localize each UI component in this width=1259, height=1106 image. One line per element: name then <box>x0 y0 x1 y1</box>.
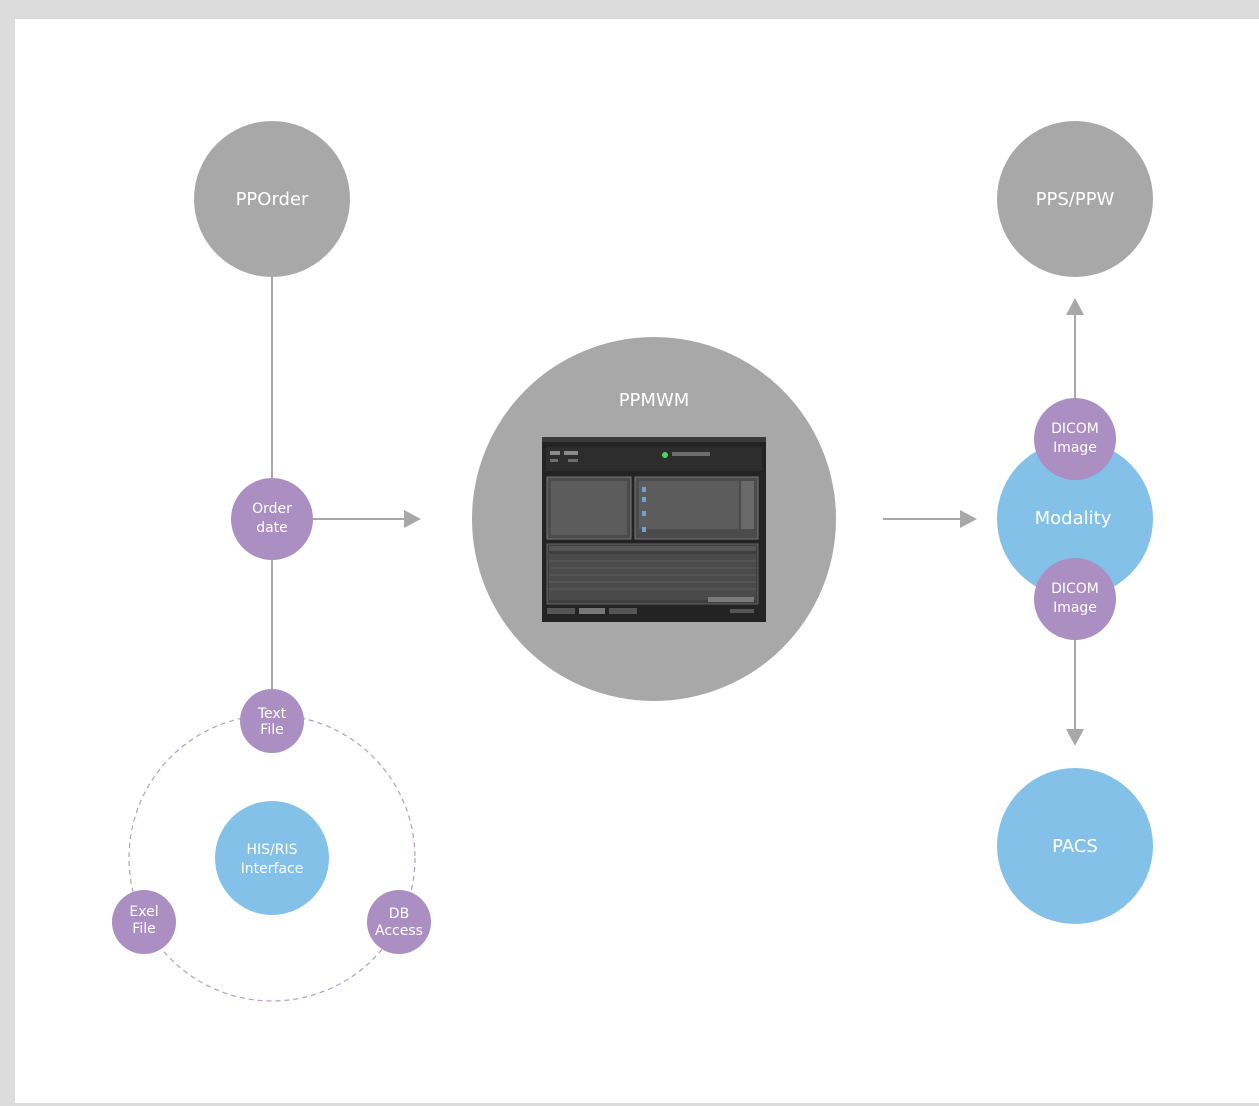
node-text-file: Text File <box>240 689 304 753</box>
node-exel-file-line1: Exel <box>129 904 158 920</box>
interface-dashed-ring <box>128 714 416 1002</box>
node-his-ris-line2: Interface <box>241 861 304 877</box>
node-db-access: DB Access <box>367 890 431 954</box>
node-his-ris-line1: HIS/RIS <box>246 842 297 858</box>
node-text-file-line2: File <box>260 722 283 738</box>
node-dicom-top-line2: Image <box>1053 440 1097 456</box>
ppmwm-screenshot-thumbnail <box>542 437 766 622</box>
workflow-diagram: PPOrder Order date Text File HIS/RIS Int… <box>112 121 1153 1002</box>
node-dicom-bottom-line1: DICOM <box>1051 581 1099 597</box>
node-pporder-label: PPOrder <box>236 189 309 210</box>
node-modality-label: Modality <box>1035 508 1112 529</box>
node-dicom-bottom-line2: Image <box>1053 600 1097 616</box>
node-modality: Modality <box>997 441 1153 597</box>
node-pporder: PPOrder <box>194 121 350 277</box>
arrow-up-icon <box>1066 298 1084 315</box>
diagram-frame: PPOrder Order date Text File HIS/RIS Int… <box>15 19 1259 1103</box>
node-db-access-line1: DB <box>389 906 409 922</box>
node-pacs-label: PACS <box>1052 836 1098 857</box>
node-dicom-image-bottom: DICOM Image <box>1034 558 1116 640</box>
node-pps-ppw-label: PPS/PPW <box>1036 189 1115 210</box>
node-dicom-top-line1: DICOM <box>1051 421 1099 437</box>
node-db-access-line2: Access <box>375 923 423 939</box>
node-pacs: PACS <box>997 768 1153 924</box>
node-his-ris-interface: HIS/RIS Interface <box>215 801 329 915</box>
node-order-date: Order date <box>231 478 313 560</box>
node-order-date-line2: date <box>256 520 288 536</box>
node-ppmwm-label: PPMWM <box>619 390 690 411</box>
node-exel-file-line2: File <box>132 921 155 937</box>
arrow-down-icon <box>1066 729 1084 746</box>
arrow-right-icon <box>960 510 977 528</box>
arrow-right-icon <box>404 510 421 528</box>
node-text-file-line1: Text <box>257 706 287 722</box>
node-dicom-image-top: DICOM Image <box>1034 398 1116 480</box>
node-pps-ppw: PPS/PPW <box>997 121 1153 277</box>
node-order-date-line1: Order <box>252 501 292 517</box>
node-exel-file: Exel File <box>112 890 176 954</box>
status-indicator-icon <box>662 452 668 458</box>
